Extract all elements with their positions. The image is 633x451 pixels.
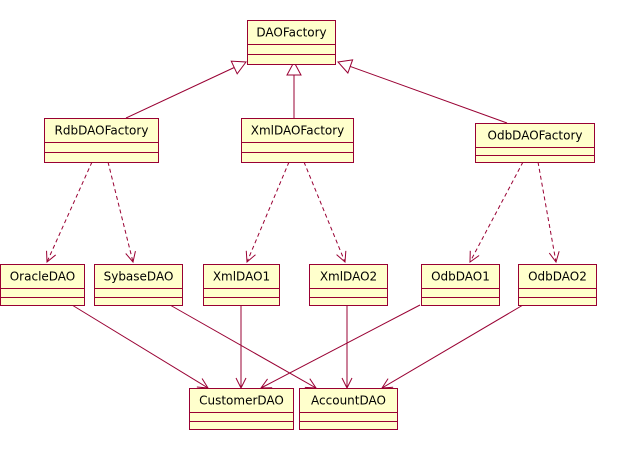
dependency-xml-dao-factory-to-xml-dao2 [303, 161, 347, 264]
class-xml-dao-factory[interactable]: XmlDAOFactory [241, 118, 354, 163]
class-odb-dao1[interactable]: OdbDAO1 [421, 264, 500, 306]
association-line [381, 304, 524, 389]
dependency-line [107, 161, 134, 263]
class-name: OdbDAOFactory [488, 129, 583, 143]
class-box [247, 20, 336, 65]
open-arrowhead-icon [336, 250, 347, 264]
class-box [518, 264, 597, 306]
hollow-triangle-arrowhead-icon [230, 60, 247, 75]
class-box [94, 264, 183, 306]
class-xml-dao1[interactable]: XmlDAO1 [203, 264, 280, 306]
class-name: OdbDAO2 [528, 270, 587, 284]
generalization-line [350, 65, 508, 124]
class-box [309, 264, 388, 306]
dependency-line [469, 161, 524, 263]
dependency-odb-dao-factory-to-odb-dao2 [537, 161, 560, 264]
class-odb-dao-factory[interactable]: OdbDAOFactory [475, 123, 595, 163]
open-arrowhead-icon [469, 250, 480, 263]
association-xml-dao2-to-account-dao [341, 305, 353, 390]
association-odb-dao2-to-account-dao [381, 304, 524, 389]
class-name: OracleDAO [10, 270, 76, 284]
class-name: RdbDAOFactory [55, 124, 149, 138]
association-line [169, 304, 317, 389]
class-name: OdbDAO1 [431, 270, 490, 284]
class-rdb-dao-factory[interactable]: RdbDAOFactory [44, 118, 159, 163]
class-name: XmlDAO1 [213, 270, 270, 284]
class-box [299, 388, 398, 430]
association-line [260, 304, 421, 389]
class-name: DAOFactory [256, 26, 326, 40]
class-sybase-dao[interactable]: SybaseDAO [94, 264, 183, 306]
class-dao-factory[interactable]: DAOFactory [247, 20, 336, 65]
class-customer-dao[interactable]: CustomerDAO [189, 388, 294, 430]
class-name: AccountDAO [311, 394, 386, 408]
class-box [0, 264, 85, 306]
association-xml-dao1-to-customer-dao [235, 305, 247, 390]
class-box [44, 118, 159, 163]
dependency-line [303, 161, 346, 263]
dependency-xml-dao-factory-to-xml-dao1 [245, 161, 290, 264]
class-xml-dao2[interactable]: XmlDAO2 [309, 264, 388, 306]
relationship-lines [46, 59, 560, 390]
class-oracle-dao[interactable]: OracleDAO [0, 264, 85, 306]
class-name: XmlDAOFactory [251, 124, 345, 138]
class-account-dao[interactable]: AccountDAO [299, 388, 398, 430]
class-name: XmlDAO2 [320, 270, 377, 284]
association-sybase-dao-to-account-dao [169, 304, 317, 389]
hollow-triangle-arrowhead-icon [337, 59, 354, 74]
open-arrowhead-icon [46, 250, 56, 264]
association-line [71, 304, 209, 389]
dependency-line [246, 161, 290, 263]
open-arrowhead-icon [548, 251, 560, 264]
generalization-line [125, 67, 235, 119]
dependency-rdb-dao-factory-to-sybase-dao [107, 161, 136, 264]
generalization-xml-dao-factory-to-dao-factory [286, 60, 302, 118]
class-box [241, 118, 354, 163]
generalization-rdb-dao-factory-to-dao-factory [125, 60, 247, 119]
association-oracle-dao-to-customer-dao [71, 304, 209, 389]
class-box [421, 264, 500, 306]
class-name: SybaseDAO [104, 270, 174, 284]
class-odb-dao2[interactable]: OdbDAO2 [518, 264, 597, 306]
dependency-line [46, 161, 93, 263]
class-box [189, 388, 294, 430]
class-name: CustomerDAO [199, 394, 284, 408]
dependency-rdb-dao-factory-to-oracle-dao [46, 161, 93, 264]
dependency-odb-dao-factory-to-odb-dao1 [469, 161, 524, 263]
generalization-odb-dao-factory-to-dao-factory [337, 59, 508, 124]
open-arrowhead-icon [125, 250, 136, 264]
class-box [203, 264, 280, 306]
open-arrowhead-icon [245, 250, 256, 264]
dependency-line [537, 161, 557, 263]
hollow-triangle-arrowhead-icon [286, 60, 302, 76]
association-odb-dao1-to-customer-dao [260, 304, 421, 389]
